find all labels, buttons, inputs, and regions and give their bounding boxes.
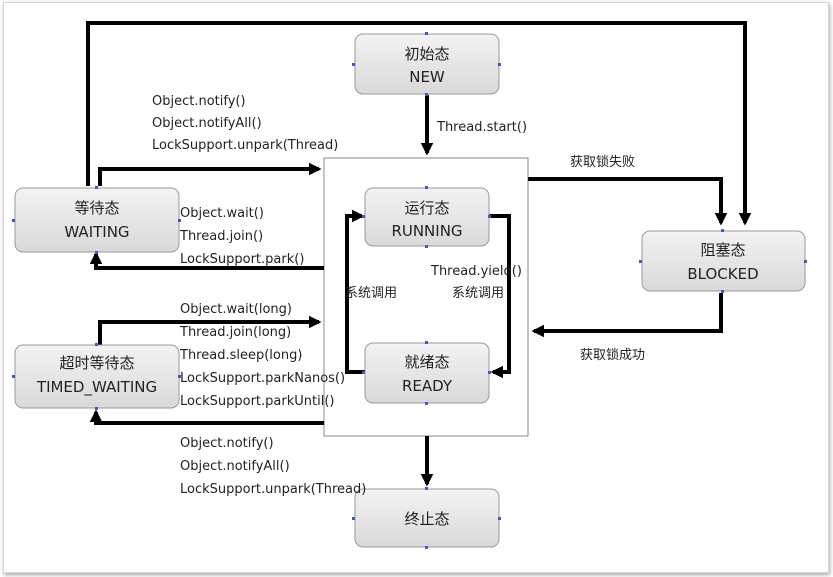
node-new-en: NEW [409,68,445,86]
label-from-waiting-2: LockSupport.unpark(Thread) [152,138,338,153]
node-blocked-zh: 阻塞态 [700,241,745,259]
label-to-timed-0: Object.wait(long) [180,302,292,317]
diagram-frame: 初始态 NEW 运行态 RUNNING 就绪态 READY 等待态 WAITIN… [3,2,829,573]
edge-waiting-to-blocked [86,21,752,226]
node-blocked: 阻塞态 BLOCKED [641,230,806,292]
node-terminated: 终止态 [354,488,500,548]
label-start: Thread.start() [436,120,527,135]
node-ready: 就绪态 READY [364,342,490,404]
node-waiting-en: WAITING [64,223,129,241]
label-from-timed-2: LockSupport.unpark(Thread) [180,482,366,497]
thread-state-diagram: 初始态 NEW 运行态 RUNNING 就绪态 READY 等待态 WAITIN… [12,21,807,549]
selection-handles [12,32,807,549]
label-to-waiting-1: Thread.join() [179,229,263,244]
node-timed-waiting-en: TIMED_WAITING [36,378,157,397]
node-ready-en: READY [402,377,453,395]
node-waiting-zh: 等待态 [74,199,119,217]
node-running-zh: 运行态 [404,199,449,217]
node-new: 初始态 NEW [354,33,500,95]
edge-lock-success [531,293,723,338]
label-yield: Thread.yield() [430,264,522,279]
label-lock-success: 获取锁成功 [580,347,645,363]
label-syscall-right: 系统调用 [452,286,504,301]
node-new-zh: 初始态 [404,45,449,63]
label-to-waiting-0: Object.wait() [180,206,264,221]
node-running: 运行态 RUNNING [364,187,490,247]
edge-from-timed-waiting [98,315,322,346]
label-to-timed-1: Thread.join(long) [179,325,291,340]
label-to-timed-3: LockSupport.parkNanos() [180,371,345,386]
label-from-timed-0: Object.notify() [180,436,274,451]
label-lock-fail: 获取锁失败 [570,154,635,170]
node-ready-zh: 就绪态 [404,353,449,371]
node-running-en: RUNNING [391,222,462,240]
edge-to-timed-waiting [89,409,324,425]
edge-to-waiting [89,251,324,270]
label-from-waiting-0: Object.notify() [152,94,246,109]
edge-yield [489,214,511,379]
label-from-timed-1: Object.notifyAll() [180,459,290,474]
edge-from-waiting [98,162,322,186]
label-syscall-left: 系统调用 [345,286,397,301]
label-to-timed-2: Thread.sleep(long) [179,348,302,363]
label-from-waiting-1: Object.notifyAll() [152,116,262,131]
label-to-waiting-2: LockSupport.park() [180,252,304,267]
label-to-timed-4: LockSupport.parkUntil() [180,394,334,409]
edge-lock-fail [528,177,728,226]
node-timed-waiting-zh: 超时等待态 [59,354,134,372]
node-terminated-zh: 终止态 [404,510,449,528]
node-blocked-en: BLOCKED [687,265,758,283]
edge-syscall [345,209,365,374]
node-waiting: 等待态 WAITING [14,187,180,253]
node-timed-waiting: 超时等待态 TIMED_WAITING [14,344,180,409]
